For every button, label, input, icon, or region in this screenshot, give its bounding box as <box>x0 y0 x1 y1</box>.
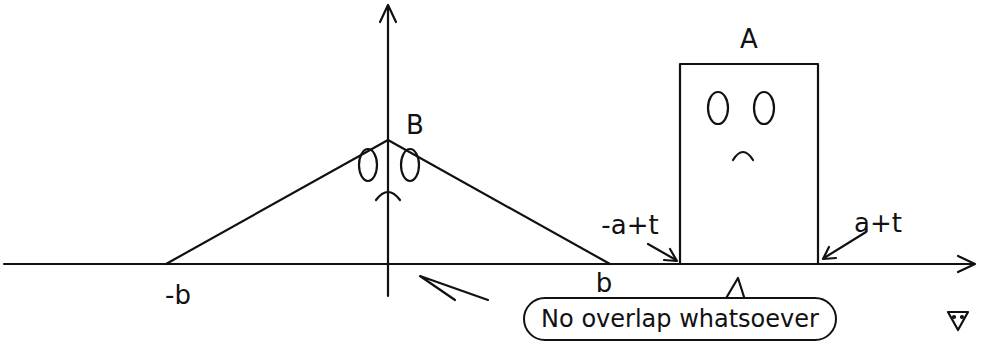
eye <box>401 149 419 181</box>
speech-bubble: No overlap whatsoever <box>523 297 837 341</box>
bubble-text: No overlap whatsoever <box>541 305 819 333</box>
tick-label: -b <box>165 282 191 308</box>
tick-label: a+t <box>854 210 902 236</box>
triangle-function <box>166 140 610 264</box>
mouth <box>376 192 400 200</box>
eye <box>359 149 377 181</box>
arrowhead <box>823 247 836 259</box>
arrowhead <box>664 249 677 261</box>
bubble-tail <box>420 276 488 300</box>
axis-label: A <box>740 26 758 52</box>
x-axis-arrow <box>958 256 975 272</box>
doodle <box>948 312 968 330</box>
y-axis-arrow <box>380 5 396 22</box>
x-axis <box>4 263 974 265</box>
eye <box>708 92 728 124</box>
leader-arrow <box>648 244 676 260</box>
rectangle-function <box>680 64 818 264</box>
doodle-dot <box>953 316 955 318</box>
tick-label: -a+t <box>601 212 658 238</box>
tick-label: b <box>596 270 613 296</box>
doodle-dot <box>961 316 963 318</box>
y-axis <box>387 6 389 296</box>
mouth <box>733 152 753 160</box>
axis-label: B <box>406 112 424 138</box>
eye <box>754 92 774 124</box>
